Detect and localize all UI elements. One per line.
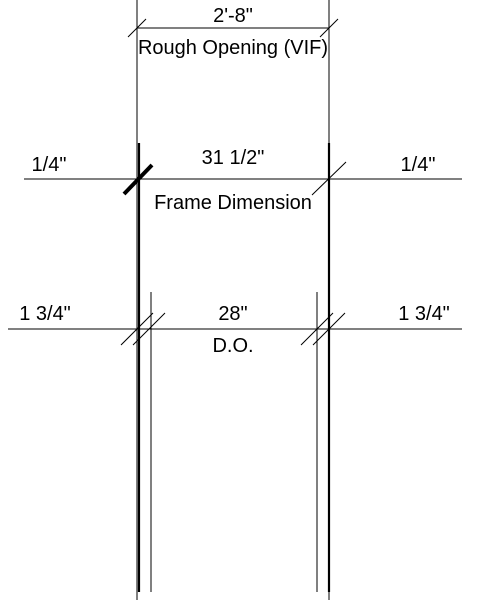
door-right-tick-b	[312, 312, 346, 346]
frame-dimension-text: 31 1/2"	[202, 147, 265, 169]
door-right-jamb-text: 1 3/4"	[398, 303, 450, 325]
rough-opening-right-tick	[319, 18, 339, 38]
door-left-tick-b	[132, 312, 166, 346]
door-right-tick-a	[300, 312, 334, 346]
door-left-tick-a	[120, 312, 154, 346]
frame-left-tick	[122, 163, 154, 196]
frame-right-tick	[311, 161, 347, 196]
door-opening-dimension-text: 28"	[218, 303, 247, 325]
door-opening-caption: D.O.	[212, 335, 253, 357]
rough-opening-dimension-text: 2'-8"	[213, 5, 253, 27]
frame-caption: Frame Dimension	[154, 192, 312, 214]
frame-right-clearance-text: 1/4"	[401, 154, 436, 176]
rough-opening-left-tick	[127, 18, 147, 38]
frame-left-clearance-text: 1/4"	[32, 154, 67, 176]
door-left-jamb-text: 1 3/4"	[19, 303, 71, 325]
rough-opening-caption: Rough Opening (VIF)	[138, 37, 328, 59]
